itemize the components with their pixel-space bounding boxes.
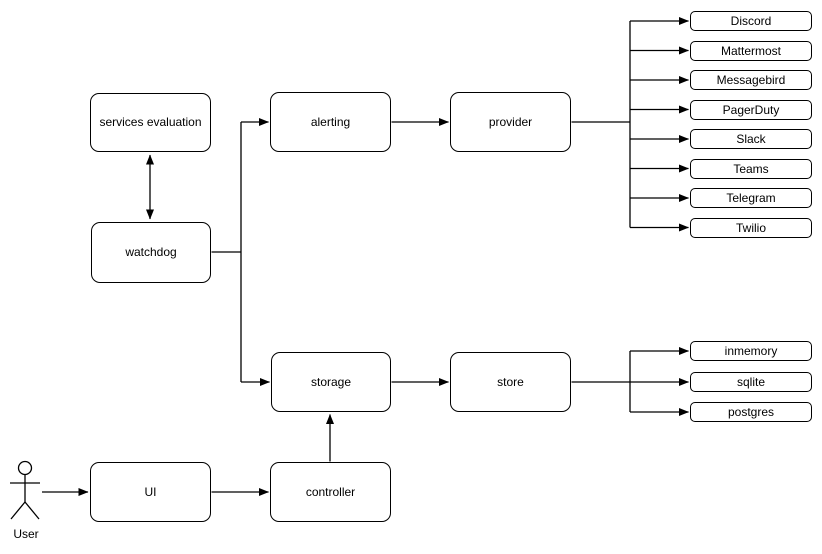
provider-target-telegram: Telegram — [690, 188, 812, 208]
store-target-inmemory: inmemory — [690, 341, 812, 361]
node-provider: provider — [450, 92, 571, 152]
node-watchdog: watchdog — [91, 222, 211, 283]
store-target-sqlite: sqlite — [690, 372, 812, 392]
user-actor-icon — [10, 460, 40, 520]
edge-store-trunk — [571, 351, 631, 412]
node-ui: UI — [90, 462, 211, 522]
provider-target-pagerduty: PagerDuty — [690, 99, 812, 120]
provider-target-twilio: Twilio — [690, 217, 812, 238]
node-alerting: alerting — [270, 92, 391, 152]
node-store: store — [450, 352, 571, 412]
provider-target-slack: Slack — [690, 129, 812, 149]
provider-target-messagebird: Messagebird — [690, 70, 812, 90]
provider-target-discord: Discord — [690, 11, 812, 31]
provider-target-teams: Teams — [690, 158, 812, 179]
node-controller: controller — [270, 462, 391, 522]
store-target-postgres: postgres — [690, 402, 812, 422]
edge-watchdog-trunk — [211, 122, 242, 382]
node-services-evaluation: services evaluation — [90, 93, 211, 152]
provider-target-mattermost: Mattermost — [690, 40, 812, 61]
node-storage: storage — [271, 352, 391, 412]
edge-provider-trunk — [571, 21, 631, 228]
user-actor-label: User — [13, 527, 39, 541]
